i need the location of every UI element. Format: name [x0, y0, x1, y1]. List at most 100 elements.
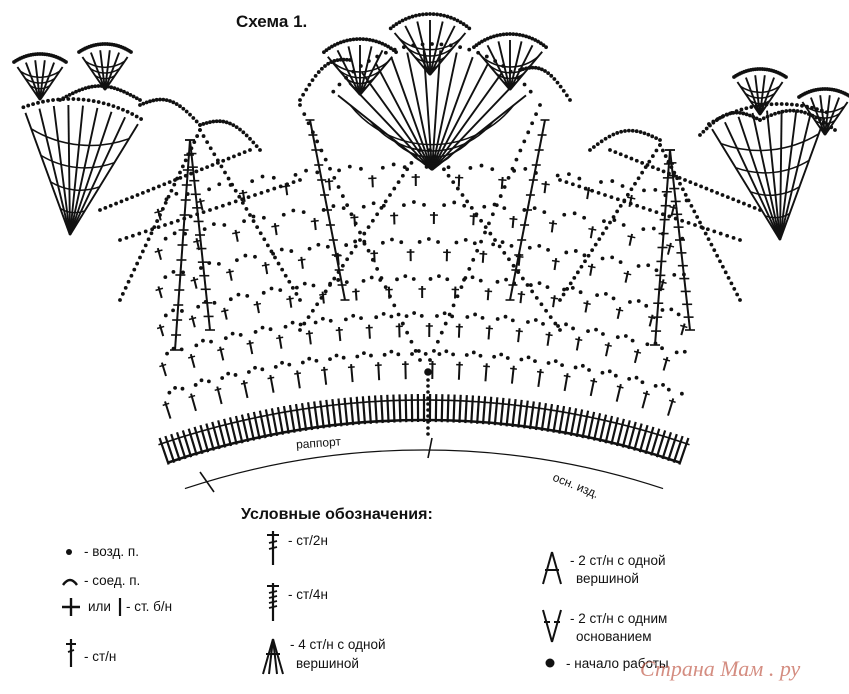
center-fan-arc	[370, 120, 494, 152]
chain-dot	[134, 114, 139, 119]
row-stitch	[371, 175, 374, 188]
foundation-stitch	[452, 394, 456, 423]
chain-dot	[106, 102, 111, 107]
foundation-stitch	[361, 396, 367, 425]
chain-dot	[634, 129, 639, 134]
chain-dot	[765, 114, 770, 119]
foundation-crossbar	[353, 401, 361, 404]
row-stitch	[680, 323, 686, 336]
chain-dot	[545, 285, 550, 290]
foundation-crossbar	[595, 417, 603, 421]
chain-dot	[386, 44, 390, 49]
chain-dot	[499, 352, 504, 357]
left-fan-spoke	[69, 116, 126, 236]
chain-dot	[521, 33, 525, 38]
chain-dot	[482, 38, 487, 42]
chain-dot	[444, 349, 449, 354]
chain-dot	[313, 320, 318, 325]
chain-dot	[640, 170, 645, 175]
right-fan-arc	[750, 186, 800, 196]
legend-two-dc-cluster-line1: - 2 ст/н с одной	[570, 553, 666, 568]
chain-dot	[774, 102, 779, 106]
chain-dot	[530, 289, 535, 294]
chain-dot	[395, 277, 399, 282]
chain-dot	[340, 194, 345, 198]
center-fan-spoke	[348, 82, 433, 171]
chain-dot	[495, 317, 500, 321]
legend-four-dc-cluster-line1: - 4 ст/н с одной	[290, 637, 386, 652]
chain-dot	[138, 103, 142, 107]
chain-dot	[215, 160, 220, 165]
chain-dot	[316, 70, 321, 74]
chain-dot	[348, 37, 353, 42]
chain-dot	[354, 37, 359, 41]
chain-dot	[465, 315, 470, 319]
chain-dot	[402, 165, 407, 170]
chain-dot	[558, 298, 562, 302]
foundation-stitch	[380, 395, 384, 424]
chain-dot	[468, 166, 473, 170]
chain-dot	[314, 358, 319, 363]
chain-dot	[810, 113, 815, 118]
chain-dot	[90, 84, 94, 89]
chain-dot	[509, 243, 514, 248]
row-crossbar	[548, 222, 558, 225]
two-dc-v-icon	[542, 609, 562, 643]
chain-dot	[341, 355, 346, 360]
chain-dot	[595, 293, 599, 298]
chain-dot	[504, 32, 509, 36]
chain-dot	[530, 121, 535, 126]
chain-dot	[536, 66, 541, 71]
left-peak-2-spoke	[104, 50, 111, 91]
chain-dot	[686, 220, 691, 225]
row-crossbar	[190, 278, 199, 282]
chain-dot	[64, 60, 68, 64]
row-crossbar	[276, 336, 284, 340]
chain-dot	[471, 350, 476, 355]
chain-dot	[181, 106, 186, 111]
top-fan-right-spoke	[486, 44, 511, 91]
chain-dot	[143, 229, 148, 234]
row-crossbar	[590, 379, 598, 383]
chain-dot	[102, 84, 107, 89]
chain-dot	[558, 84, 563, 89]
chain-dot	[491, 242, 496, 247]
foundation-crossbar	[347, 402, 355, 405]
chain-dot	[337, 168, 341, 173]
chain-dot	[747, 203, 752, 208]
chain-dot	[644, 303, 649, 308]
chain-dot	[621, 223, 626, 227]
chain-dot	[469, 205, 474, 210]
top-fan-right-spoke	[509, 41, 523, 91]
top-fan-right-spoke	[497, 41, 511, 91]
chain-dot	[258, 231, 263, 236]
chain-dot	[475, 248, 480, 253]
legend-double-crochet-label: - ст/н	[84, 649, 117, 664]
legend-four-dc-cluster-line2: вершиной	[296, 656, 359, 671]
chain-dot	[319, 295, 324, 300]
chain-dot	[742, 201, 746, 206]
chain-dot	[590, 188, 595, 193]
chain-dot	[465, 199, 470, 204]
chain-dot	[638, 130, 643, 134]
top-fan-right-arc	[495, 72, 525, 80]
chain-dot	[718, 259, 722, 264]
chain-dot	[738, 298, 742, 302]
chain-dot	[741, 111, 746, 116]
foundation-crossbar	[660, 434, 667, 438]
chain-dot	[353, 221, 358, 226]
chain-dot	[442, 13, 447, 18]
chain-dot	[548, 315, 553, 320]
chain-dot	[150, 227, 155, 232]
chain-dot	[298, 178, 302, 182]
row-stitch	[500, 176, 504, 190]
chain-dot	[590, 248, 595, 253]
chain-dot	[166, 194, 171, 199]
chain-dot	[396, 312, 401, 317]
chain-dot	[370, 257, 375, 262]
chain-dot	[418, 358, 422, 362]
chain-dot	[645, 342, 650, 347]
top-fan-right-arc	[481, 56, 539, 68]
chain-dot	[216, 262, 221, 266]
row-crossbar	[510, 367, 517, 370]
